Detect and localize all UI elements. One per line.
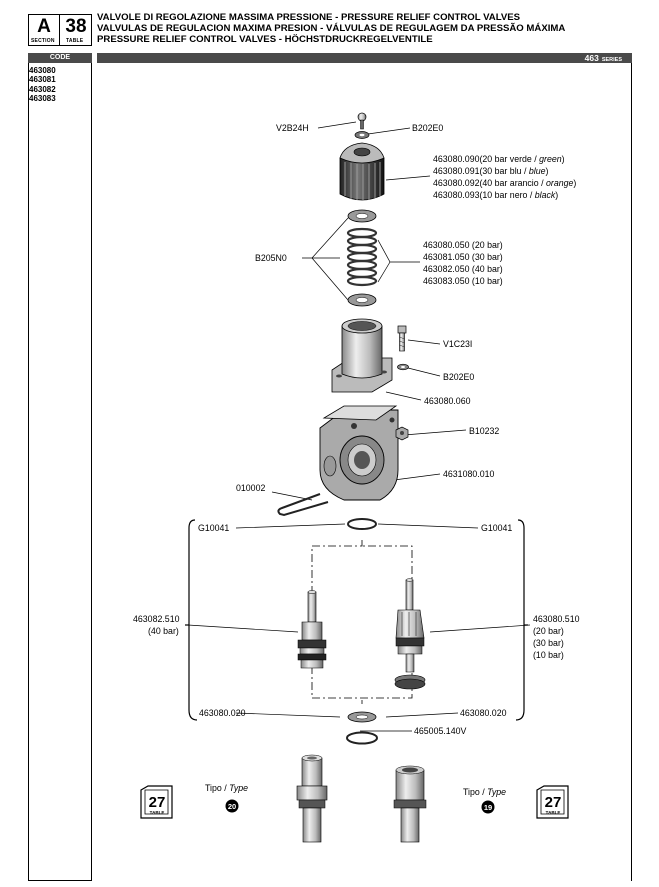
label-left-valve-code: 463082.510 [133,614,180,624]
code-item: 463083 [29,94,56,104]
table-label: TABLE [66,38,84,44]
cap-part [339,142,385,201]
label-type-right: Tipo / Type [463,787,506,797]
label-cap-code: 463080.092(40 bar arancio / orange) [433,178,576,188]
table-ref-left-number: 27 [149,794,166,811]
page-right-border [631,63,632,881]
label-left-valve-desc: (40 bar) [148,626,179,636]
screw-part [357,112,367,130]
oring-top-part [347,518,377,530]
label-right-valve-desc: (20 bar) [533,626,564,636]
code-item: 463081 [29,75,56,85]
label-oring-right: G10041 [481,523,512,533]
code-column [28,63,92,881]
label-oring-bottom: 465005.140V [414,726,466,736]
label-nut: B10232 [469,426,499,436]
code-item: 463080 [29,66,56,75]
section-label: SECTION [31,38,55,44]
title-line-1: VALVOLE DI REGOLAZIONE MASSIMA PRESSIONE… [97,12,521,23]
type-19-badge [481,800,495,814]
label-screw: V2B24H [276,123,309,133]
label-cap-code: 463080.093(10 bar nero / black) [433,190,558,200]
right-valve-part [394,578,426,690]
table-ref-icon-left [140,785,173,819]
leader-lines [187,121,531,732]
label-cap-code: 463080.091(30 bar blu / blue) [433,166,549,176]
type-20-badge [225,799,239,813]
section-table-box: A 38 SECTION TABLE [28,14,92,46]
oring-bottom-part [346,731,378,745]
code-header: CODE [28,53,92,63]
brackets [185,519,528,721]
label-bolt: V1C23I [443,339,472,349]
label-pin: 010002 [236,483,265,493]
label-spring-kit: B205N0 [255,253,287,263]
label-spring-code: 463083.050 (10 bar) [423,276,503,286]
series-number: 463 [584,53,599,63]
label-spring-code: 463081.050 (30 bar) [423,252,503,262]
label-right-valve-desc: (30 bar) [533,638,564,648]
spring-part [346,227,378,287]
title-line-3: PRESSURE RELIEF CONTROL VALVES - HÖCHSTD… [97,34,433,45]
label-cylinder: 463080.060 [424,396,471,406]
table-ref-right-number: 27 [545,794,562,811]
label-spring-code: 463080.050 (20 bar) [423,240,503,250]
alternative-parts-box [311,540,413,699]
type-19-number: 19 [484,803,492,812]
fitting-type-20 [296,754,328,843]
type-20-number: 20 [228,802,236,811]
label-seat-left: 463080.020 [199,708,246,718]
table-ref-left-label: TABLE [150,810,165,815]
label-right-valve-code: 463080.510 [533,614,580,624]
code-list: 463080 463081 463082 463083 [29,66,56,104]
label-body: 4631080.010 [443,469,494,479]
section-letter: A [37,16,51,37]
bolt-part [397,325,407,352]
fitting-type-19 [393,765,427,843]
label-oring-left: G10041 [198,523,229,533]
table-ref-right-label: TABLE [546,810,561,815]
label-washer-top: B202E0 [412,123,443,133]
page-title: VALVOLE DI REGOLAZIONE MASSIMA PRESSIONE… [97,12,565,45]
cylinder-part [331,318,393,393]
left-valve-part [297,590,327,669]
label-cap-code: 463080.090(20 bar verde / green) [433,154,565,164]
title-line-2: VALVULAS DE REGULACION MAXIMA PRESION - … [97,23,566,34]
nut-part [395,426,409,441]
label-spring-code: 463082.050 (40 bar) [423,264,503,274]
valve-body-part [319,405,399,501]
table-ref-icon-right [536,785,569,819]
table-number: 38 [65,16,87,37]
label-type-left: Tipo / Type [205,783,248,793]
series-label: SERIES [601,57,622,63]
label-seat-right: 463080.020 [460,708,507,718]
label-side-washer: B202E0 [443,372,474,382]
pin-part [277,493,329,517]
label-right-valve-desc: (10 bar) [533,650,564,660]
code-item: 463082 [29,84,56,94]
